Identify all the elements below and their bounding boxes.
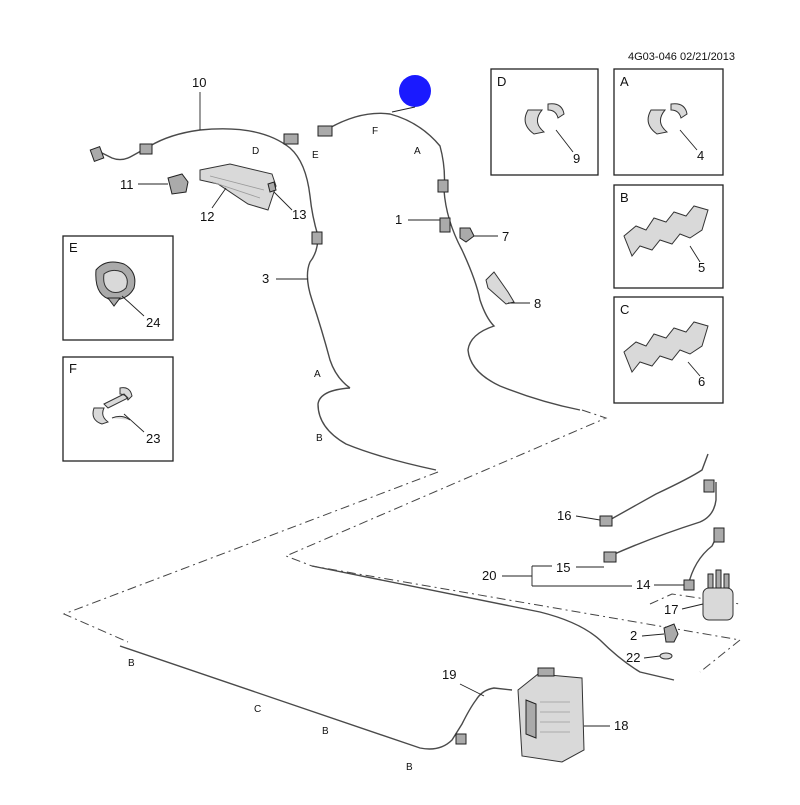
callout-10: 10 <box>192 75 206 90</box>
lower-callouts: 16 15 20 14 17 2 22 19 18 B C B B <box>128 508 704 773</box>
callout-1: 1 <box>395 212 402 227</box>
svg-text:C: C <box>620 302 629 317</box>
selection-marker[interactable] <box>399 75 431 107</box>
callout-7: 7 <box>502 229 509 244</box>
callout-19: 19 <box>442 667 456 682</box>
callout-17: 17 <box>664 602 678 617</box>
svg-text:D: D <box>497 74 506 89</box>
svg-text:A: A <box>620 74 629 89</box>
callout-9: 9 <box>573 151 580 166</box>
callout-20: 20 <box>482 568 496 583</box>
callout-22: 22 <box>626 650 640 665</box>
underbody-outline <box>62 409 742 673</box>
section-letter-d: D <box>252 146 259 157</box>
svg-text:F: F <box>69 361 77 376</box>
callout-15: 15 <box>556 560 570 575</box>
callout-23: 23 <box>146 431 160 446</box>
detail-box-f: F 23 <box>62 356 174 462</box>
callout-5: 5 <box>698 260 705 275</box>
detail-box-a: A 4 <box>613 68 724 176</box>
detail-box-e: E 24 <box>62 235 174 341</box>
callout-24: 24 <box>146 315 160 330</box>
section-letter-e: E <box>312 150 319 161</box>
callout-2: 2 <box>630 628 637 643</box>
lower-fuel-lines <box>119 453 734 763</box>
detail-box-c: C 6 <box>613 296 724 404</box>
callout-13: 13 <box>292 207 306 222</box>
callout-4: 4 <box>697 148 704 163</box>
section-letter-b-bottom: B <box>406 762 413 773</box>
section-letter-b-mid: B <box>316 433 323 444</box>
callout-16: 16 <box>557 508 571 523</box>
upper-callouts: 10 11 12 13 1 7 8 3 D E F A A B <box>120 75 541 444</box>
callout-14: 14 <box>636 577 650 592</box>
svg-text:E: E <box>69 240 78 255</box>
section-letter-a-upper: A <box>414 146 421 157</box>
callout-11: 11 <box>120 177 134 192</box>
callout-18: 18 <box>614 718 628 733</box>
detail-box-b: B 5 <box>613 184 724 289</box>
callout-8: 8 <box>534 296 541 311</box>
section-letter-f: F <box>372 126 378 137</box>
svg-text:B: B <box>620 190 629 205</box>
callout-6: 6 <box>698 374 705 389</box>
section-letter-b-left: B <box>128 658 135 669</box>
upper-fuel-lines <box>89 112 581 471</box>
callout-12: 12 <box>200 209 214 224</box>
detail-box-d: D 9 <box>490 68 599 176</box>
callout-3: 3 <box>262 271 269 286</box>
document-id: 4G03-046 02/21/2013 <box>628 51 735 63</box>
section-letter-b-center: B <box>322 726 329 737</box>
section-letter-c: C <box>254 704 261 715</box>
section-letter-a-mid: A <box>314 369 321 380</box>
